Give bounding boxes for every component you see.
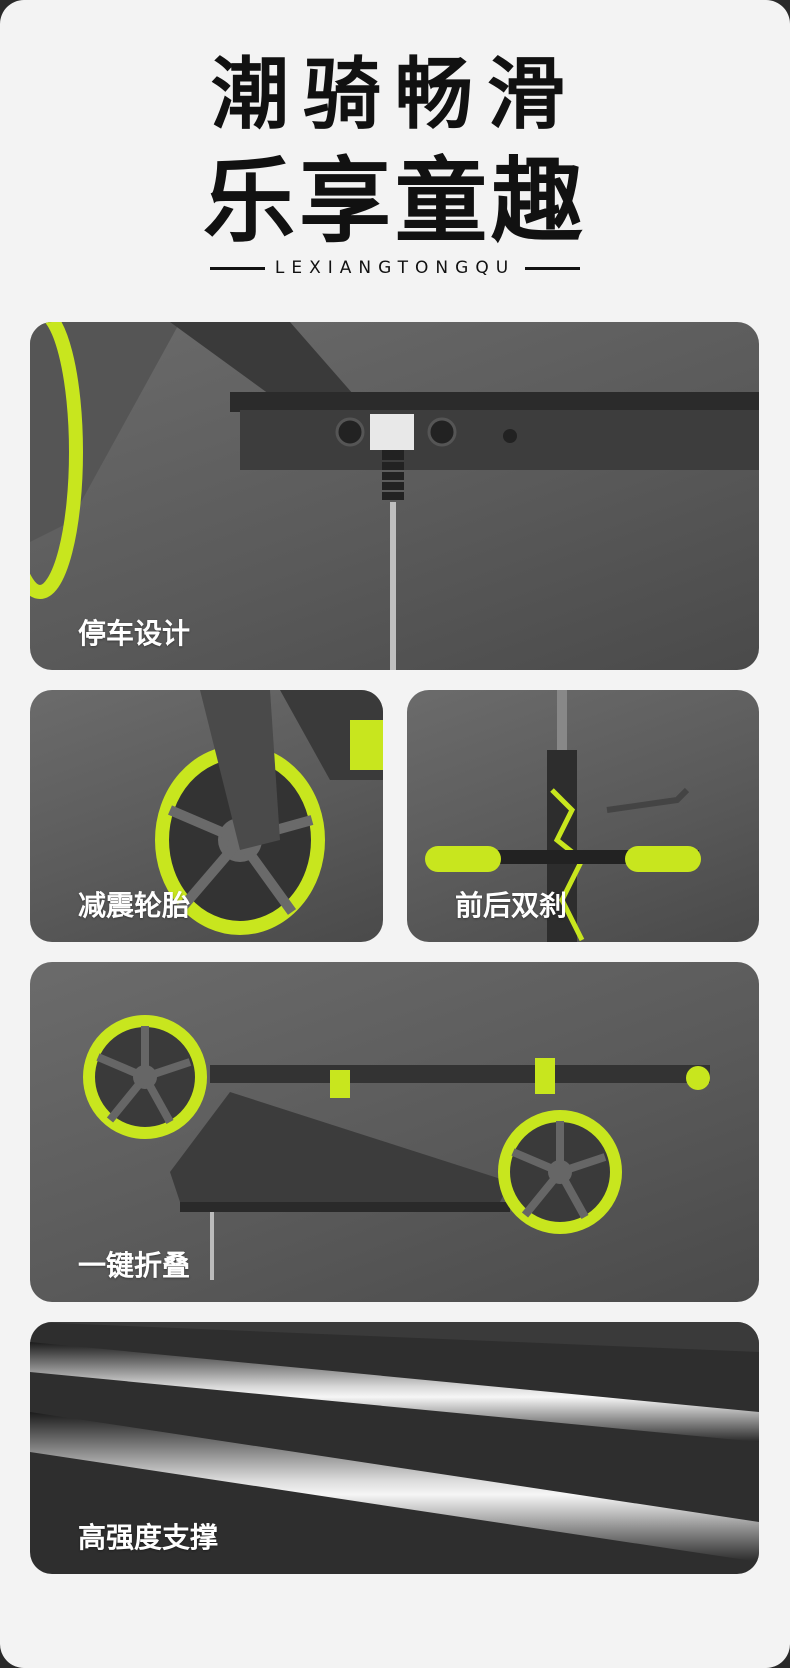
label-brakes: 前后双刹 — [455, 889, 568, 922]
headline-line1: 潮骑畅滑 — [210, 50, 579, 140]
headline-subtitle: LEXIANGTONGQU — [210, 255, 581, 281]
feature-card-fold: 一键折叠 — [30, 962, 759, 1302]
feature-card-shock-tires: 减震轮胎 — [30, 690, 383, 942]
feature-card-kickstand: 停车设计 — [30, 322, 759, 670]
feature-card-support: 高强度支撑 — [30, 1322, 759, 1574]
label-shock-tires: 减震轮胎 — [78, 889, 191, 922]
kickstand-illustration — [30, 322, 759, 670]
feature-card-brakes: 前后双刹 — [407, 690, 759, 942]
headline-line2: 乐享童趣 — [202, 148, 587, 255]
divider-left — [210, 266, 265, 270]
label-kickstand: 停车设计 — [78, 617, 191, 650]
label-fold: 一键折叠 — [78, 1249, 191, 1282]
handlebar-illustration — [425, 690, 701, 942]
label-support: 高强度支撑 — [78, 1521, 219, 1554]
subtitle-text: LEXIANGTONGQU — [274, 258, 516, 278]
divider-right — [525, 266, 581, 270]
tube-closeup-illustration — [30, 1322, 759, 1562]
wheel-illustration — [155, 690, 383, 935]
folded-scooter-illustration — [83, 1015, 710, 1280]
